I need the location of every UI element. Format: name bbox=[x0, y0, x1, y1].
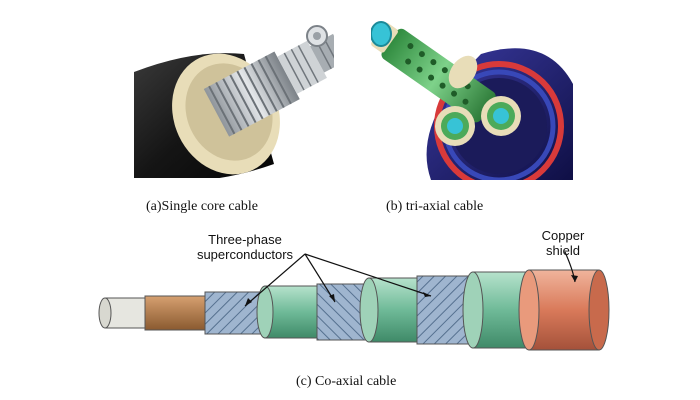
tri-axial-cable-image bbox=[371, 14, 573, 180]
label-superconductors: superconductors bbox=[197, 247, 294, 262]
caption-tri-axial: (b) tri-axial cable bbox=[386, 199, 484, 214]
co-axial-cable-diagram: Three-phase superconductors Copper shiel… bbox=[95, 230, 615, 360]
single-core-cable-image bbox=[134, 14, 334, 178]
label-copper: Copper bbox=[542, 230, 585, 243]
caption-single-core: (a)Single core cable bbox=[146, 199, 258, 214]
caption-co-axial: (c) Co-axial cable bbox=[296, 374, 397, 389]
label-three-phase: Three-phase bbox=[208, 232, 282, 247]
label-shield: shield bbox=[546, 243, 580, 258]
